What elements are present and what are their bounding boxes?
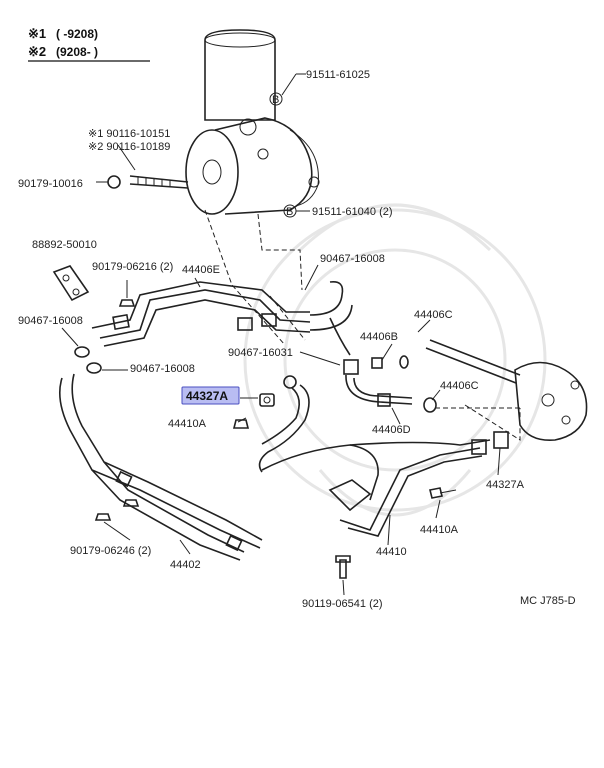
label-44410: 44410	[376, 546, 407, 558]
label-90179-06216: 90179-06216 (2)	[92, 261, 173, 273]
label-44406C-right: 44406C	[440, 380, 479, 392]
clip-b-top: B	[272, 94, 279, 106]
label-90179-06246: 90179-06246 (2)	[70, 545, 151, 557]
hoses-center	[258, 355, 437, 473]
steering-gear-housing	[425, 339, 588, 442]
tube-44406E	[91, 280, 353, 356]
power-steering-pump	[185, 29, 320, 215]
pump-callouts: B B	[117, 73, 310, 346]
label-88892-50010: 88892-50010	[32, 239, 97, 251]
label-90467-16008-mid: 90467-16008	[130, 363, 195, 375]
label-44406C: 44406C	[414, 309, 453, 321]
label-91511-61040: 91511-61040 (2)	[312, 206, 393, 218]
label-44410A: 44410A	[168, 418, 207, 430]
label-44327A-highlighted[interactable]: 44327A	[186, 389, 228, 403]
label-44406B: 44406B	[360, 331, 398, 343]
legend-row1-mark: ※1	[28, 26, 46, 41]
label-90467-16008-left: 90467-16008	[18, 315, 83, 327]
label-91511-61025: 91511-61025	[306, 69, 370, 81]
hose-44410	[261, 431, 509, 537]
legend-row2-mark: ※2	[28, 44, 46, 59]
label-44406E: 44406E	[182, 264, 220, 276]
label-90467-16031: 90467-16031	[228, 347, 293, 359]
label-44402: 44402	[170, 559, 201, 571]
clip-b-bottom: B	[286, 206, 293, 218]
highlight-44327A	[181, 386, 240, 405]
label-90116-10151: ※1 90116-10151	[88, 128, 170, 140]
label-90179-10016: 90179-10016	[18, 178, 83, 190]
union-44327A-left	[240, 393, 275, 407]
label-44406D: 44406D	[372, 424, 411, 436]
legend-row2-range: (9208- )	[56, 45, 98, 59]
legend-row1-range: ( -9208)	[56, 27, 98, 41]
leader-lines	[103, 73, 501, 596]
label-90467-16008-top: 90467-16008	[320, 253, 385, 265]
legend: ※1 ( -9208) ※2 (9208- )	[28, 26, 150, 62]
diagram-code: MC J785-D	[520, 595, 576, 607]
pump-stud-bolt	[96, 175, 189, 189]
tube-44402	[59, 373, 263, 561]
label-90116-10189: ※2 90116-10189	[88, 141, 170, 153]
label-44327A-right: 44327A	[486, 479, 525, 491]
hose-clamps-left	[61, 327, 128, 374]
label-44410A-right: 44410A	[420, 524, 459, 536]
watermark-logo	[243, 203, 547, 517]
clamp-88892	[52, 265, 90, 302]
label-90119-06541: 90119-06541 (2)	[302, 598, 383, 610]
part-labels: 91511-61025 ※1 90116-10151 ※2 90116-1018…	[18, 69, 576, 610]
